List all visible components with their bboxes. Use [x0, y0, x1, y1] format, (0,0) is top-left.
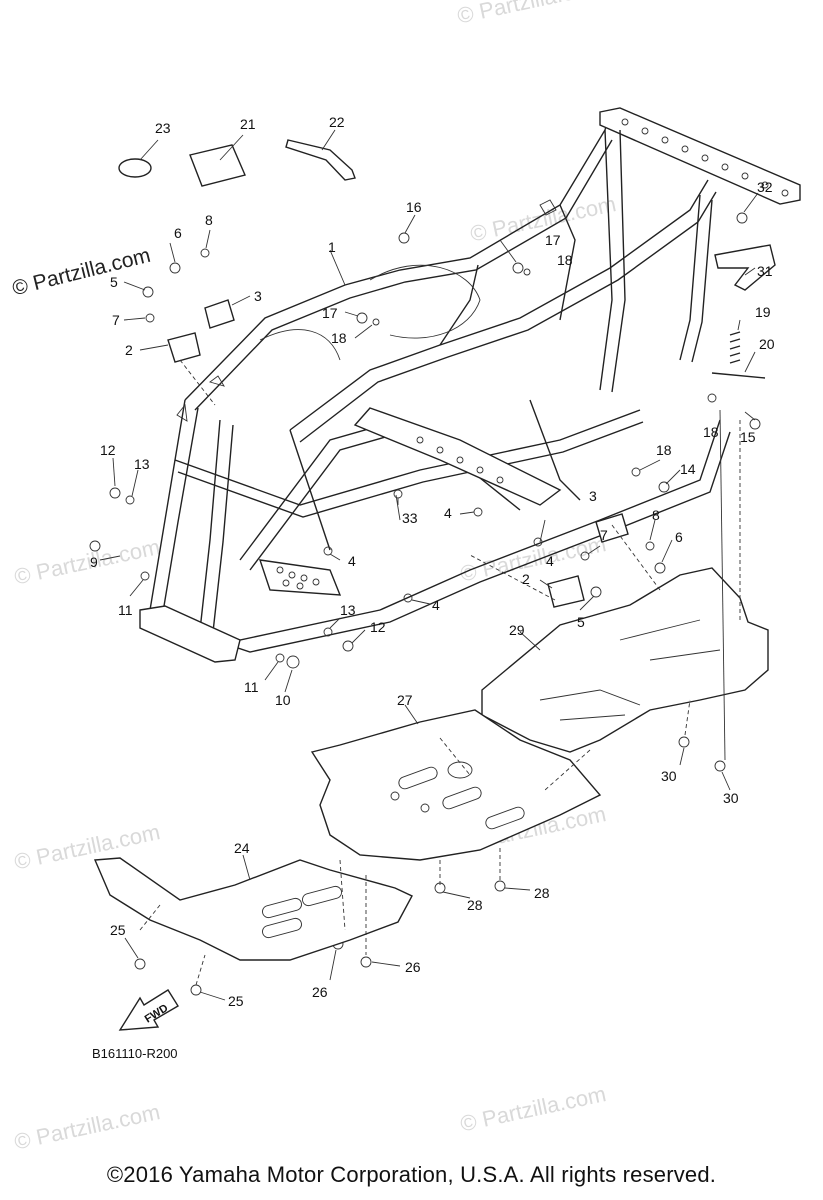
callout: 8 [652, 507, 660, 523]
callout: 26 [405, 959, 421, 975]
callout: 6 [675, 529, 683, 545]
engine-mount-front [167, 332, 201, 363]
callout: 18 [557, 252, 573, 268]
callout: 18 [703, 424, 719, 440]
callout: 5 [110, 274, 118, 290]
pin-20 [711, 372, 766, 379]
callout: 11 [118, 602, 133, 618]
callout: 10 [275, 692, 291, 708]
rear-rack-holes [621, 118, 789, 197]
engine-bracket-front [204, 299, 235, 329]
callout: 25 [110, 922, 126, 938]
callout: 18 [656, 442, 672, 458]
callout: 14 [680, 461, 696, 477]
callout: 21 [240, 116, 256, 132]
callout: 13 [134, 456, 150, 472]
bracket-31 [714, 244, 776, 291]
skid-plate-center-slots [390, 761, 525, 830]
tool-part [285, 139, 356, 181]
callout: 31 [757, 263, 773, 279]
callout: 30 [723, 790, 739, 806]
skid-plate-center-27 [310, 709, 602, 861]
callout: 19 [755, 304, 771, 320]
callout: 20 [759, 336, 775, 352]
skid-plate-front-slots [262, 885, 342, 939]
label-part [189, 144, 246, 187]
fwd-arrow-icon: FWD [118, 989, 179, 1031]
callout: 4 [444, 505, 452, 521]
reference-code: B161110-R200 [92, 1046, 178, 1061]
callout: 4 [432, 597, 440, 613]
callout: 28 [534, 885, 550, 901]
callout: 25 [228, 993, 244, 1009]
callout: 12 [100, 442, 116, 458]
callout: 22 [329, 114, 345, 130]
callout: 3 [589, 488, 597, 504]
callout: 2 [522, 571, 530, 587]
callout: 3 [254, 288, 262, 304]
callout: 7 [600, 527, 608, 543]
callout: 7 [112, 312, 120, 328]
fwd-label: FWD [143, 1002, 171, 1025]
callout: 5 [577, 614, 585, 630]
callout-numbers: 1 2 2 3 3 4 4 4 4 5 5 6 6 7 7 8 8 9 10 1… [90, 114, 775, 1009]
leader-lines [99, 129, 759, 1001]
fasteners [89, 212, 761, 996]
callout: 28 [467, 897, 483, 913]
callout: 30 [661, 768, 677, 784]
copyright-notice: ©2016 Yamaha Motor Corporation, U.S.A. A… [106, 1162, 717, 1187]
callout: 12 [370, 619, 386, 635]
callout: 33 [402, 510, 418, 526]
callout: 2 [125, 342, 133, 358]
callout: 24 [234, 840, 250, 856]
spring-19 [729, 331, 741, 364]
callout: 4 [546, 553, 554, 569]
callout: 17 [322, 305, 338, 321]
skid-plate-rear-29 [481, 567, 769, 753]
callout: 17 [545, 232, 561, 248]
callout: 26 [312, 984, 328, 1000]
o-ring-part [118, 158, 152, 178]
callout: 1 [328, 239, 336, 255]
frame-assembly [139, 107, 801, 663]
callout: 23 [155, 120, 171, 136]
callout: 9 [90, 554, 98, 570]
callout: 15 [740, 429, 756, 445]
callout: 32 [757, 179, 773, 195]
callout: 29 [509, 622, 525, 638]
callout: 6 [174, 225, 182, 241]
callout: 11 [244, 679, 259, 695]
callout: 18 [331, 330, 347, 346]
callout: 16 [406, 199, 422, 215]
callout: 8 [205, 212, 213, 228]
skid-plate-front-24 [93, 857, 413, 961]
callout: 4 [348, 553, 356, 569]
callout: 13 [340, 602, 356, 618]
engine-bracket-rear [595, 513, 629, 543]
callout: 27 [397, 692, 413, 708]
engine-mount-rear [547, 575, 585, 608]
floor-plate-holes [276, 436, 504, 590]
